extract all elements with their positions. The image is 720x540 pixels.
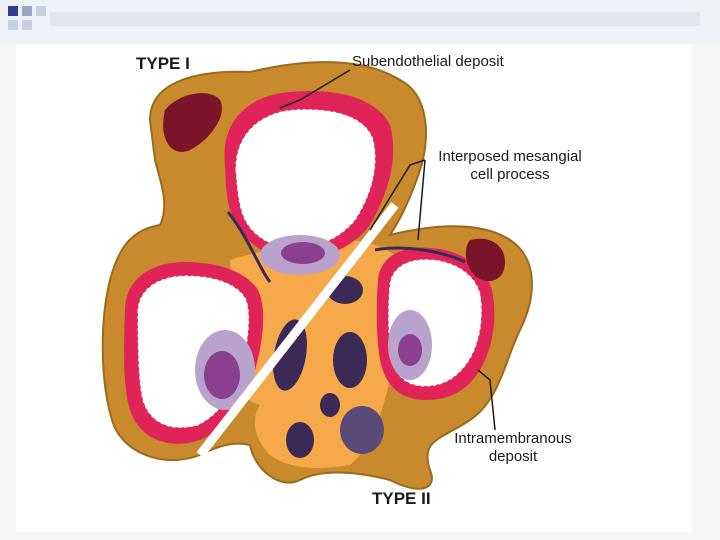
subendothelial-deposit-label: Subendothelial deposit (352, 53, 504, 70)
interposed-label-line-2: cell process (470, 166, 550, 183)
type-one-label: TYPE I (136, 54, 190, 73)
subendothelial-pointer (279, 69, 351, 109)
decor-square-4 (22, 20, 32, 30)
podocytes (163, 93, 505, 282)
decor-square-3 (36, 6, 46, 16)
type-divider (196, 202, 399, 458)
mesangial-process-right (374, 246, 466, 264)
slide-header-decoration (0, 0, 720, 44)
intramembranous-pointer (477, 369, 496, 431)
interposed-pointer-a (369, 159, 426, 231)
decor-square-1 (8, 6, 18, 16)
top-loop-nucleus (281, 242, 325, 264)
intramembranous-label-line-2: deposit (488, 448, 538, 465)
interposed-mesangial-label: Interposed mesangial cell process (420, 148, 600, 184)
interposed-label-line-1: Interposed mesangial (438, 148, 582, 165)
decor-square-2 (22, 6, 32, 16)
mesangial-process (226, 211, 272, 283)
right-loop-nucleus (398, 334, 422, 366)
left-loop-nucleus (204, 351, 240, 399)
intramembranous-label-line-1: Intramembranous (454, 430, 572, 447)
decor-square-5 (8, 20, 18, 30)
type-two-label: TYPE II (372, 489, 431, 508)
interposed-pointer-b (417, 159, 426, 241)
intramembranous-deposit-label: Intramembranous deposit (438, 430, 588, 466)
top-capillary-lumen (235, 109, 376, 249)
decor-bar (50, 12, 700, 26)
